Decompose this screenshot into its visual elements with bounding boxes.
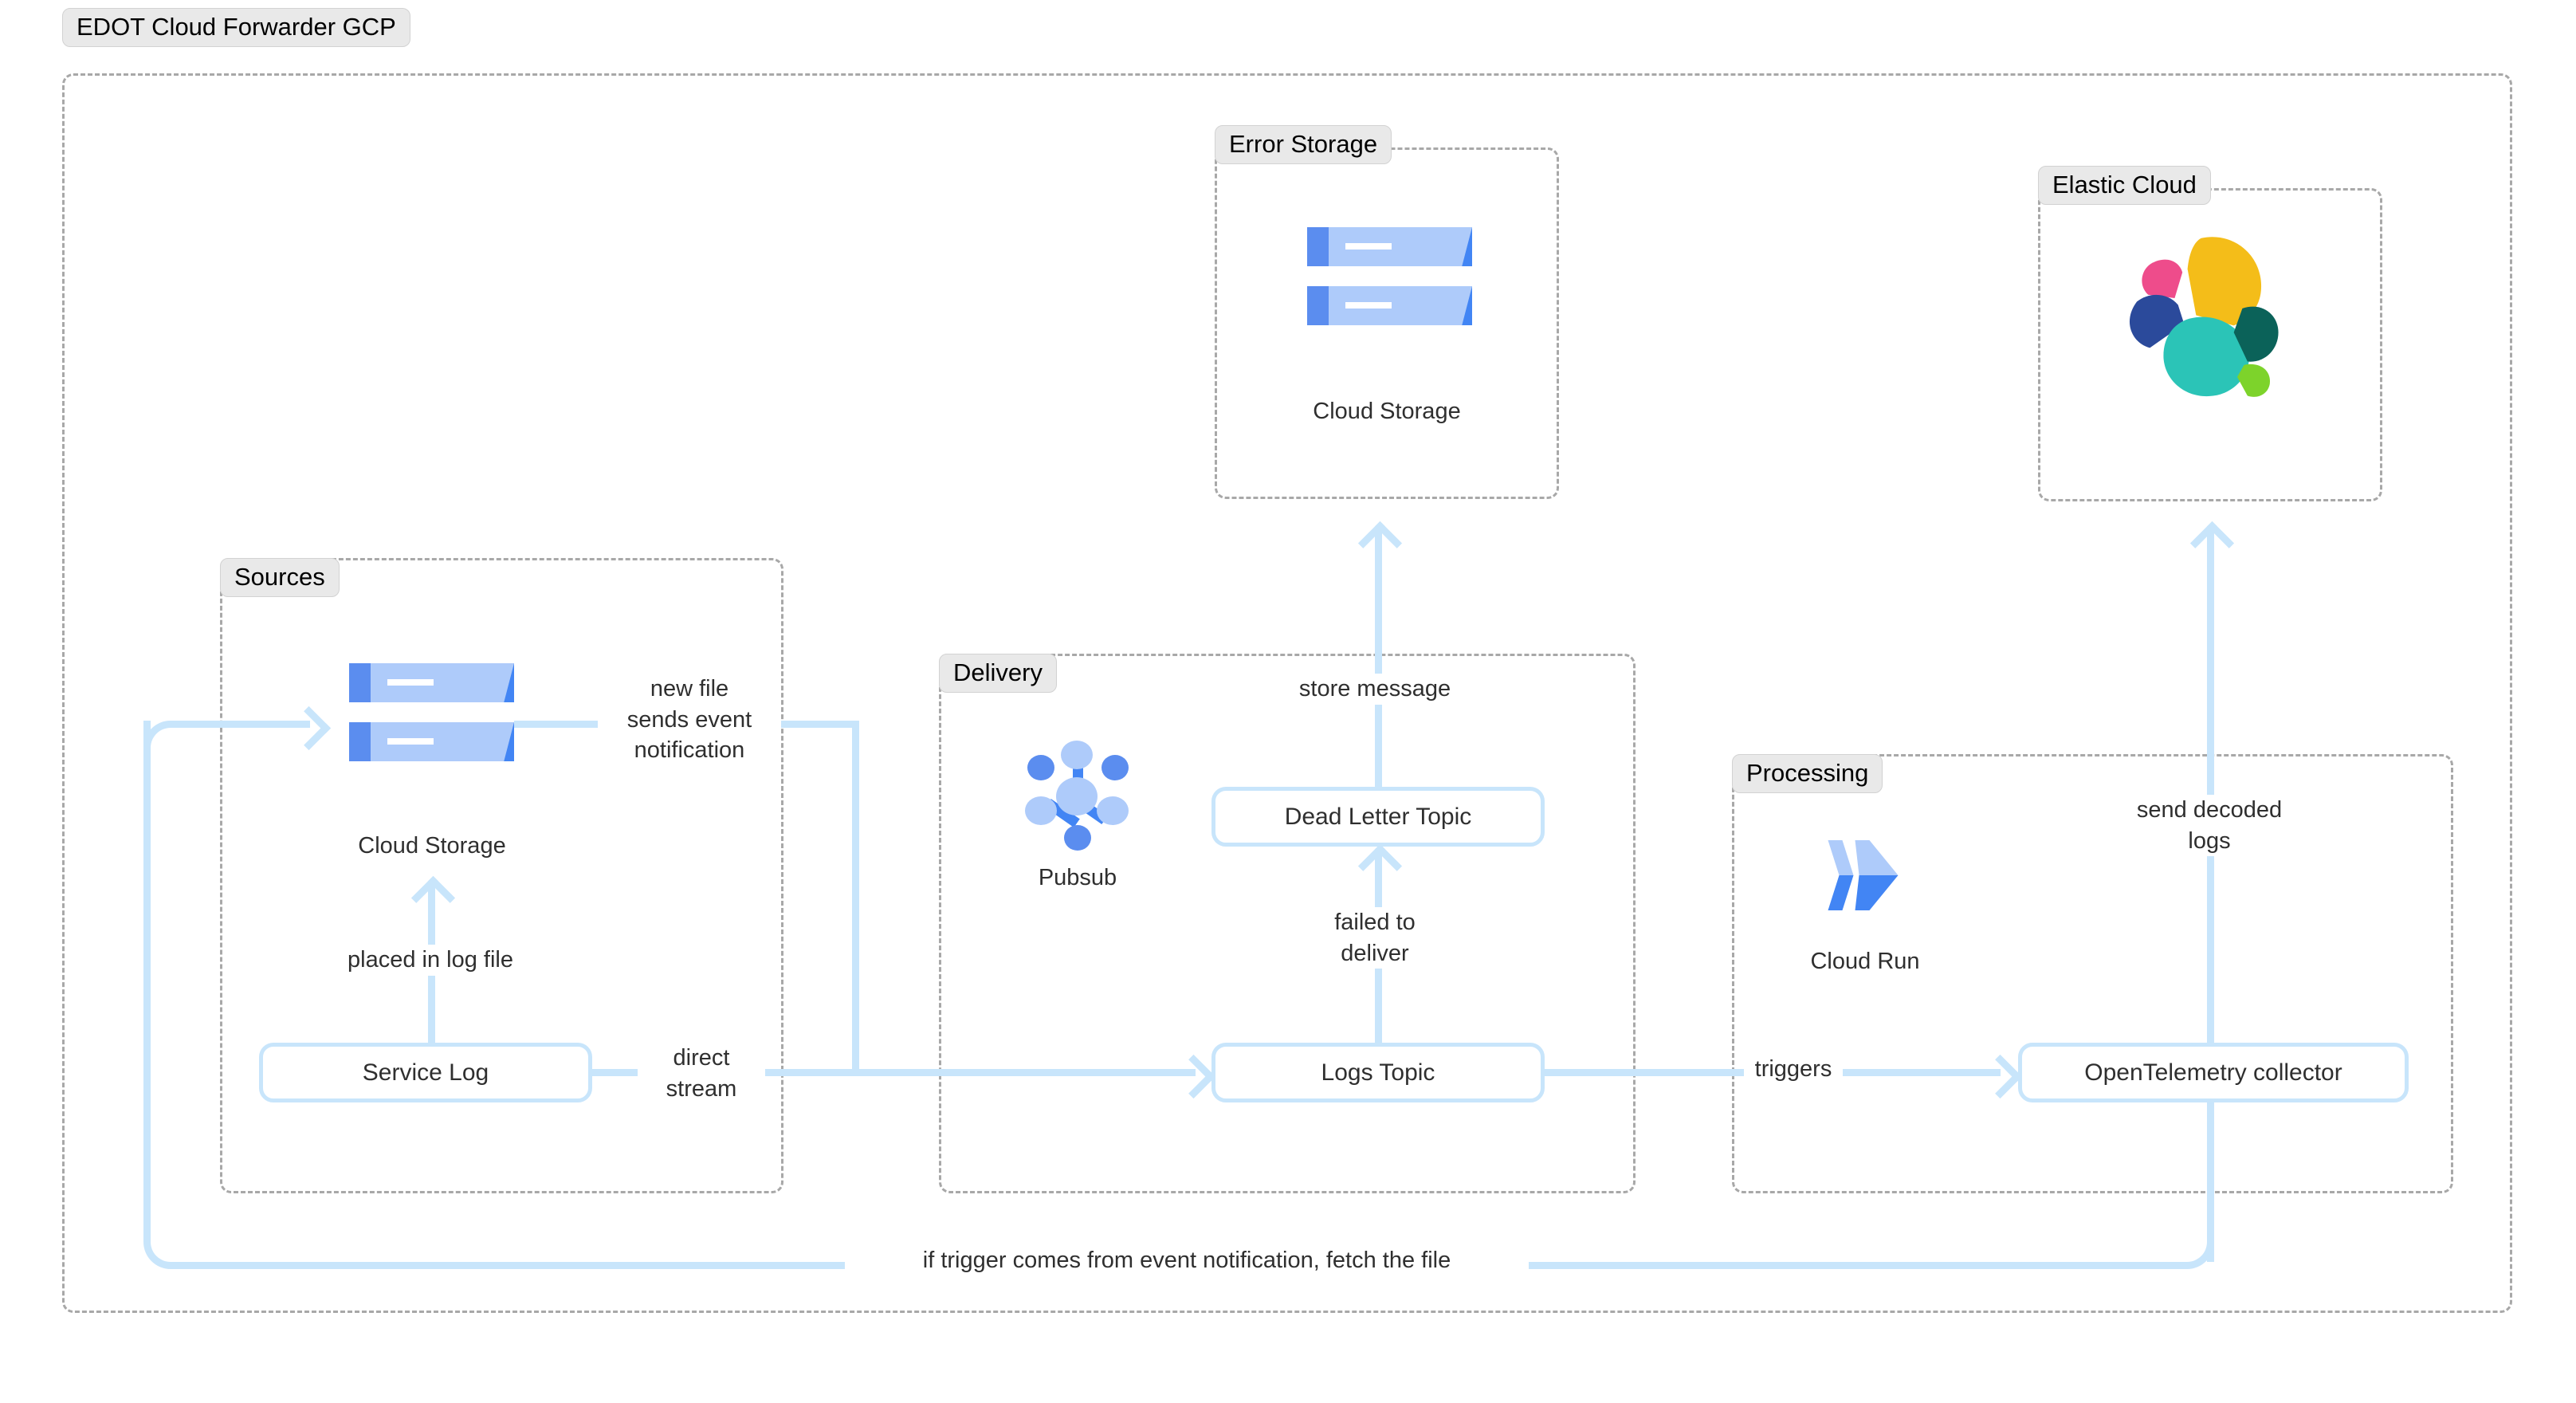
node-logs-topic[interactable]: Logs Topic bbox=[1211, 1043, 1545, 1102]
edge-corner-fetch-file-right bbox=[2180, 1235, 2214, 1269]
edge-line-direct-stream-b bbox=[765, 1069, 1196, 1076]
edge-line-fetch-file-bottom-right bbox=[1524, 1262, 2181, 1269]
google-pubsub-icon bbox=[1025, 741, 1129, 851]
edge-line-direct-stream-a bbox=[592, 1069, 648, 1076]
cloud-run-svg bbox=[1828, 840, 1899, 910]
gcs-bar-dash bbox=[387, 738, 434, 745]
gcs-server-bar bbox=[349, 722, 514, 762]
edge-line-send-decoded-logs bbox=[2207, 526, 2214, 1043]
group-edot-cloud-forwarder-gcp bbox=[62, 73, 2512, 1313]
edge-line-triggers-a bbox=[1545, 1069, 1744, 1076]
gcs-server-bar bbox=[1307, 227, 1472, 267]
elastic-logo-icon bbox=[2112, 230, 2283, 401]
edge-line-new-file-event-c bbox=[852, 721, 859, 1074]
edge-label-new-file-event: new file sends event notification bbox=[598, 674, 781, 766]
group-label-error-storage: Error Storage bbox=[1215, 125, 1392, 164]
edge-line-fetch-file-into-storage bbox=[171, 721, 310, 728]
edge-label-send-decoded-logs: send decoded logs bbox=[2082, 795, 2337, 857]
pubsub-satellite bbox=[1101, 755, 1129, 780]
edge-line-new-file-event-b bbox=[773, 721, 859, 728]
gcs-server-bar bbox=[349, 663, 514, 703]
group-sources bbox=[220, 558, 783, 1193]
edge-corner-fetch-file-left bbox=[143, 1235, 178, 1269]
icon-caption-error-cloud-storage: Cloud Storage bbox=[1313, 399, 1461, 424]
edge-line-fetch-file-bottom-left bbox=[171, 1262, 850, 1269]
edge-label-triggers: triggers bbox=[1744, 1054, 1843, 1085]
edge-line-triggers-b bbox=[1841, 1069, 2001, 1076]
node-service-log[interactable]: Service Log bbox=[259, 1043, 592, 1102]
edge-line-fetch-file-right-v bbox=[2207, 1102, 2214, 1262]
edge-label-placed-in-log-file: placed in log file bbox=[287, 945, 574, 976]
gcs-bar-dash bbox=[1345, 302, 1392, 309]
icon-caption-pubsub: Pubsub bbox=[1038, 865, 1117, 890]
group-label-sources: Sources bbox=[220, 558, 340, 597]
group-processing bbox=[1732, 754, 2453, 1193]
group-label-elastic-cloud: Elastic Cloud bbox=[2038, 166, 2211, 205]
gcs-bar-dash bbox=[1345, 243, 1392, 250]
google-cloud-run-icon bbox=[1809, 835, 1917, 939]
edge-label-store-message: store message bbox=[1247, 674, 1502, 705]
edge-label-direct-stream: direct stream bbox=[638, 1043, 765, 1105]
edge-label-failed-to-deliver: failed to deliver bbox=[1275, 907, 1475, 969]
edge-line-fetch-file-left-v bbox=[143, 721, 151, 1239]
elastic-logo-svg bbox=[2129, 237, 2279, 397]
pubsub-satellite bbox=[1027, 755, 1054, 780]
edge-line-store-message bbox=[1375, 526, 1382, 787]
node-dead-letter-topic[interactable]: Dead Letter Topic bbox=[1211, 787, 1545, 847]
pubsub-satellite bbox=[1025, 796, 1057, 825]
google-cloud-storage-icon bbox=[1307, 227, 1472, 326]
pubsub-satellite bbox=[1064, 825, 1091, 851]
node-opentelemetry-collector[interactable]: OpenTelemetry collector bbox=[2018, 1043, 2409, 1102]
group-label-processing: Processing bbox=[1732, 754, 1883, 793]
google-cloud-storage-icon bbox=[349, 663, 514, 762]
group-delivery bbox=[939, 654, 1636, 1193]
icon-caption-sources-cloud-storage: Cloud Storage bbox=[358, 833, 506, 859]
edge-corner-fetch-file-topleft bbox=[143, 721, 178, 755]
edge-line-new-file-event-a bbox=[514, 721, 610, 728]
edge-label-fetch-file: if trigger comes from event notification… bbox=[845, 1245, 1529, 1276]
gcs-server-bar bbox=[1307, 286, 1472, 326]
pubsub-satellite bbox=[1097, 796, 1129, 825]
group-label-delivery: Delivery bbox=[939, 654, 1057, 693]
pubsub-hub bbox=[1056, 777, 1098, 815]
group-label-edot-cloud-forwarder-gcp: EDOT Cloud Forwarder GCP bbox=[62, 8, 410, 47]
icon-caption-cloud-run: Cloud Run bbox=[1810, 949, 1920, 974]
pubsub-satellite bbox=[1061, 741, 1093, 769]
gcs-bar-dash bbox=[387, 679, 434, 686]
